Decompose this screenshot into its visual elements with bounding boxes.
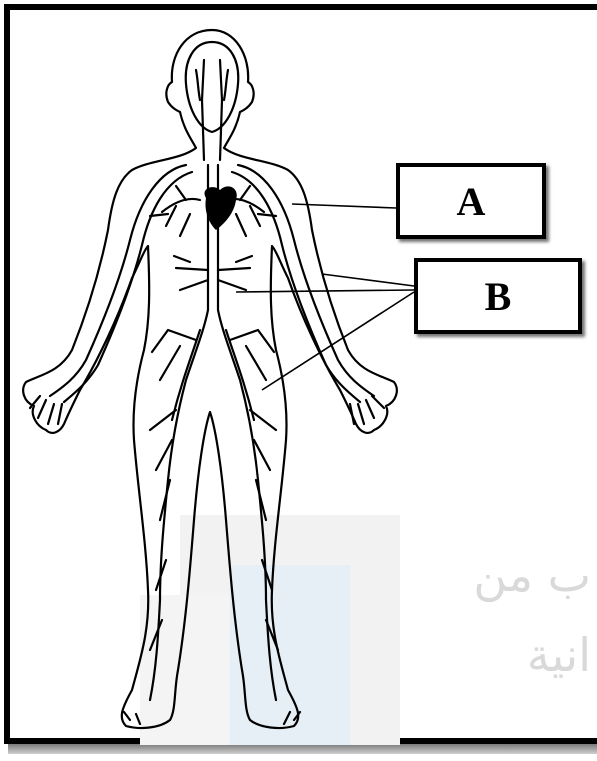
body-outline — [23, 30, 397, 728]
leader-line-b-1 — [322, 274, 414, 286]
heart — [205, 186, 237, 230]
label-b-box: B — [414, 258, 582, 334]
leader-line-b-2 — [236, 290, 414, 292]
label-b-text: B — [485, 273, 512, 320]
leader-line-b-3 — [262, 292, 414, 390]
label-a-text: A — [457, 178, 486, 225]
label-a-box: A — [396, 163, 546, 239]
